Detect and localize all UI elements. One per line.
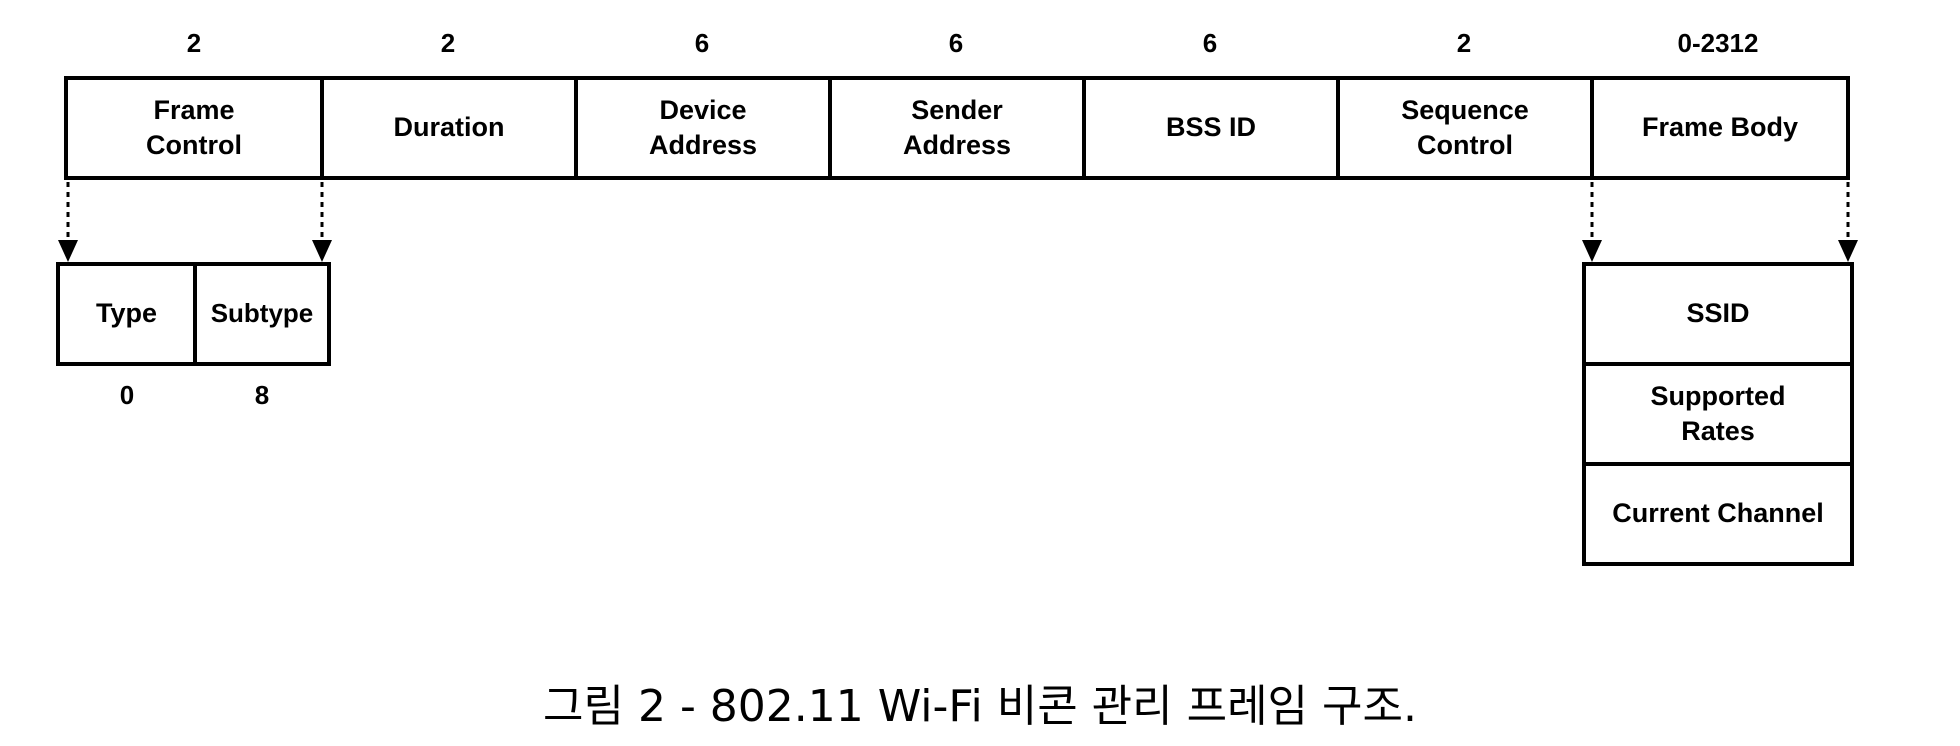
field-sender-address: Sender Address (828, 76, 1086, 180)
subfield-current-channel: Current Channel (1582, 462, 1854, 566)
subfield-type: Type (56, 262, 197, 366)
subfield-subtype: Subtype (193, 262, 331, 366)
field-size-frame-body: 0-2312 (1677, 27, 1759, 58)
field-bss-id: BSS ID (1082, 76, 1340, 180)
field-frame-body: Frame Body (1590, 76, 1850, 180)
field-sequence-control: Sequence Control (1336, 76, 1594, 180)
arrowhead-frame-control-left (58, 240, 78, 262)
field-duration: Duration (320, 76, 578, 180)
field-size-sender-address: 6 (948, 27, 964, 58)
arrowhead-frame-control-right (312, 240, 332, 262)
figure-caption: 그림 2 - 802.11 Wi-Fi 비콘 관리 프레임 구조. (543, 681, 1417, 732)
field-size-duration: 2 (440, 27, 456, 58)
field-size-bss-id: 6 (1202, 27, 1218, 58)
field-size-frame-control: 2 (186, 27, 202, 58)
arrowhead-frame-body-right (1838, 240, 1858, 262)
subfield-supported-rates: Supported Rates (1582, 362, 1854, 466)
field-size-sequence-control: 2 (1456, 27, 1472, 58)
field-size-device-address: 6 (694, 27, 710, 58)
subfield-subtype-value: 8 (254, 379, 270, 410)
subfield-ssid: SSID (1582, 262, 1854, 366)
field-frame-control: Frame Control (64, 76, 324, 180)
arrowhead-frame-body-left (1582, 240, 1602, 262)
field-device-address: Device Address (574, 76, 832, 180)
subfield-type-value: 0 (119, 379, 135, 410)
